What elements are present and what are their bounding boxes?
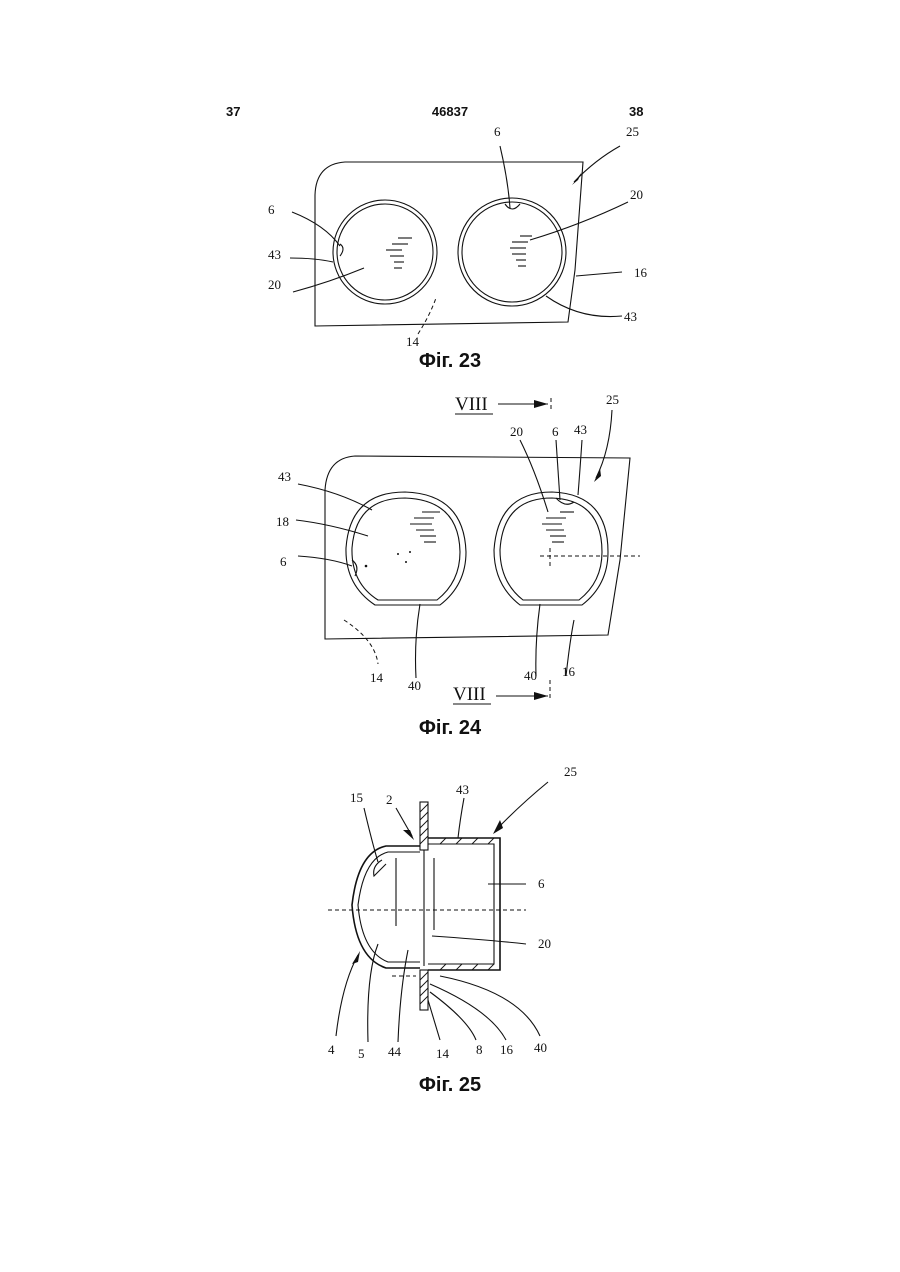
- fig23-arrow-25: [574, 146, 620, 182]
- fig23-label-43-right: 43: [624, 309, 637, 324]
- fig25-arrowhead-25: [493, 820, 503, 834]
- fig23-leader-lines: [290, 146, 628, 317]
- fig24-label-6-left: 6: [280, 554, 287, 569]
- fig25-label-5: 5: [358, 1046, 365, 1061]
- fig24-plate-outline: [325, 456, 630, 639]
- fig24-left-port-inner: [352, 498, 460, 600]
- fig23-label-16: 16: [634, 265, 648, 280]
- fig25-label-20: 20: [538, 936, 551, 951]
- fig25-label-16: 16: [500, 1042, 514, 1057]
- fig24-section-label-top: VIII: [455, 394, 488, 415]
- fig23-left-port-shading: [386, 238, 412, 268]
- fig25-label-2: 2: [386, 792, 393, 807]
- figure-23-caption: Фіг. 23: [0, 350, 900, 373]
- fig25-dome-inner: [358, 852, 420, 962]
- fig24-section-arrowhead-top: [534, 400, 548, 408]
- fig23-right-port-notch: [505, 204, 520, 209]
- fig25-label-25: 25: [564, 764, 577, 779]
- fig24-left-port-centerline: [365, 551, 411, 567]
- fig25-tube-inner: [428, 844, 494, 964]
- fig25-arrowhead-4: [352, 951, 360, 964]
- fig25-label-15: 15: [350, 790, 363, 805]
- fig23-arrowhead-25: [572, 172, 582, 185]
- fig25-label-14: 14: [436, 1046, 450, 1061]
- fig25-label-6: 6: [538, 876, 545, 891]
- figure-25-caption: Фіг. 25: [0, 1074, 900, 1097]
- fig23-left-port-inner: [337, 204, 433, 300]
- fig24-label-25: 25: [606, 392, 619, 407]
- fig24-label-40-left: 40: [408, 678, 421, 693]
- fig24-section-label-bottom: VIII: [453, 684, 486, 705]
- fig25-arrow-4: [336, 955, 358, 1036]
- fig25-arrowhead-2: [403, 830, 414, 840]
- fig24-arrow-25: [596, 410, 612, 478]
- fig25-arrow-25: [496, 782, 548, 830]
- fig24-label-6-right: 6: [552, 424, 559, 439]
- fig25-label-40: 40: [534, 1040, 547, 1055]
- fig25-label-4: 4: [328, 1042, 335, 1057]
- fig23-label-6-right: 6: [494, 124, 501, 139]
- fig23-label-20-right: 20: [630, 187, 643, 202]
- fig25-dome-notch: [374, 860, 386, 876]
- fig25-tube-outer: [428, 838, 500, 970]
- fig24-label-43-left: 43: [278, 469, 291, 484]
- fig24-arrowhead-25: [594, 468, 601, 482]
- figure-25: 15 2 43 25 6 20 4 5 44 14 8 16 40: [328, 764, 577, 1061]
- figure-24-caption: Фіг. 24: [0, 717, 900, 740]
- fig24-label-14: 14: [370, 670, 384, 685]
- fig24-section-arrowhead-bottom: [534, 692, 548, 700]
- fig25-label-8: 8: [476, 1042, 483, 1057]
- fig23-label-25: 25: [626, 124, 639, 139]
- fig25-tube-hatching: [440, 838, 494, 970]
- fig25-leader-lines: [364, 798, 540, 1042]
- fig24-label-40-right: 40: [524, 668, 537, 683]
- fig24-left-port-shading: [410, 512, 440, 542]
- fig23-right-port-inner: [462, 202, 562, 302]
- fig23-right-port-shading: [510, 236, 532, 266]
- fig23-label-6-left: 6: [268, 202, 275, 217]
- fig24-label-20: 20: [510, 424, 523, 439]
- fig24-leader-lines: [296, 440, 582, 678]
- fig23-left-port-notch: [340, 244, 343, 256]
- fig23-label-20-left: 20: [268, 277, 281, 292]
- fig24-leader-dashed-14: [344, 620, 378, 664]
- fig23-label-14: 14: [406, 334, 420, 349]
- figure-23: 6 25 43 20 6 20 16 43 14: [268, 124, 648, 349]
- fig23-left-port-outer: [333, 200, 437, 304]
- fig23-label-43-left: 43: [268, 247, 281, 262]
- fig25-label-43: 43: [456, 782, 469, 797]
- fig24-label-43-right: 43: [574, 422, 587, 437]
- fig23-plate-outline: [315, 162, 583, 326]
- fig24-label-16: 16: [562, 664, 576, 679]
- figure-24: VIII: [276, 392, 640, 705]
- fig24-right-port-inner: [500, 498, 602, 600]
- fig24-right-port-shading: [542, 512, 574, 542]
- fig24-label-18: 18: [276, 514, 289, 529]
- fig23-leader-dashed-14: [418, 298, 436, 334]
- fig25-label-44: 44: [388, 1044, 402, 1059]
- fig23-right-port-outer: [458, 198, 566, 306]
